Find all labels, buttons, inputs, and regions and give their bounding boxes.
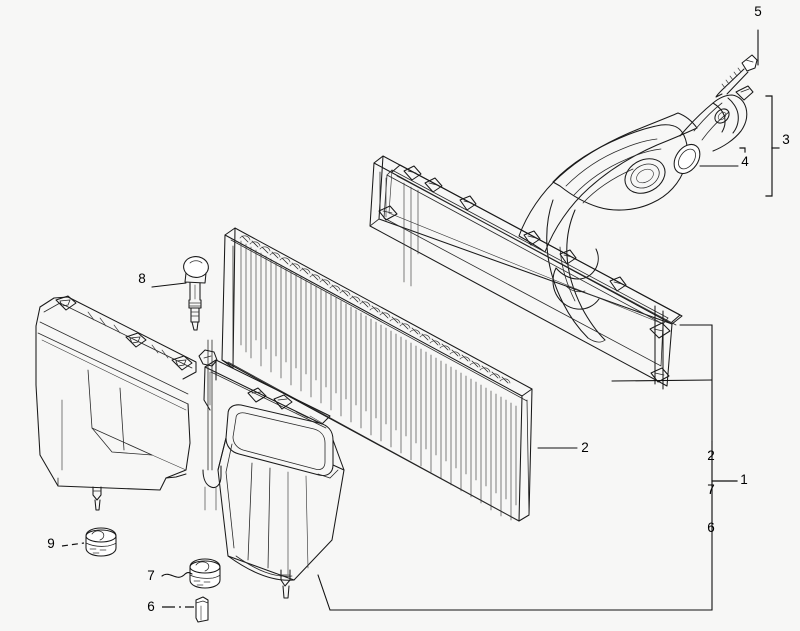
screw-part-5 [715, 54, 758, 98]
air-filter-element [221, 227, 533, 522]
bracket-label-6: 6 [707, 520, 715, 535]
callout-4: 4 [741, 154, 749, 169]
callout-3: 3 [782, 132, 790, 147]
intake-duct-assembly [518, 54, 758, 343]
air-cleaner-lower-housing [198, 339, 345, 599]
sleeve-part-6 [195, 596, 209, 623]
grommet-part-9 [85, 527, 117, 557]
callout-6: 6 [147, 599, 155, 614]
callout-9: 9 [47, 536, 55, 551]
air-cleaner-cover [369, 155, 683, 390]
rubber-mount-part-7 [189, 558, 221, 589]
callout-1: 1 [740, 472, 748, 487]
callout-5: 5 [754, 4, 762, 19]
callout-numbers: 5 3 4 8 2 1 9 7 6 2 7 6 [47, 4, 790, 614]
bracket-label-7: 7 [707, 482, 715, 497]
mounting-bolt-part-8 [183, 256, 209, 331]
air-intake-duct-housing [35, 295, 197, 511]
callout-8: 8 [138, 271, 146, 286]
gasket-seal-part [673, 143, 701, 175]
callout-7: 7 [147, 568, 155, 583]
bracket-label-2: 2 [707, 448, 715, 463]
callout-2: 2 [581, 440, 589, 455]
leader-lines [61, 29, 780, 611]
